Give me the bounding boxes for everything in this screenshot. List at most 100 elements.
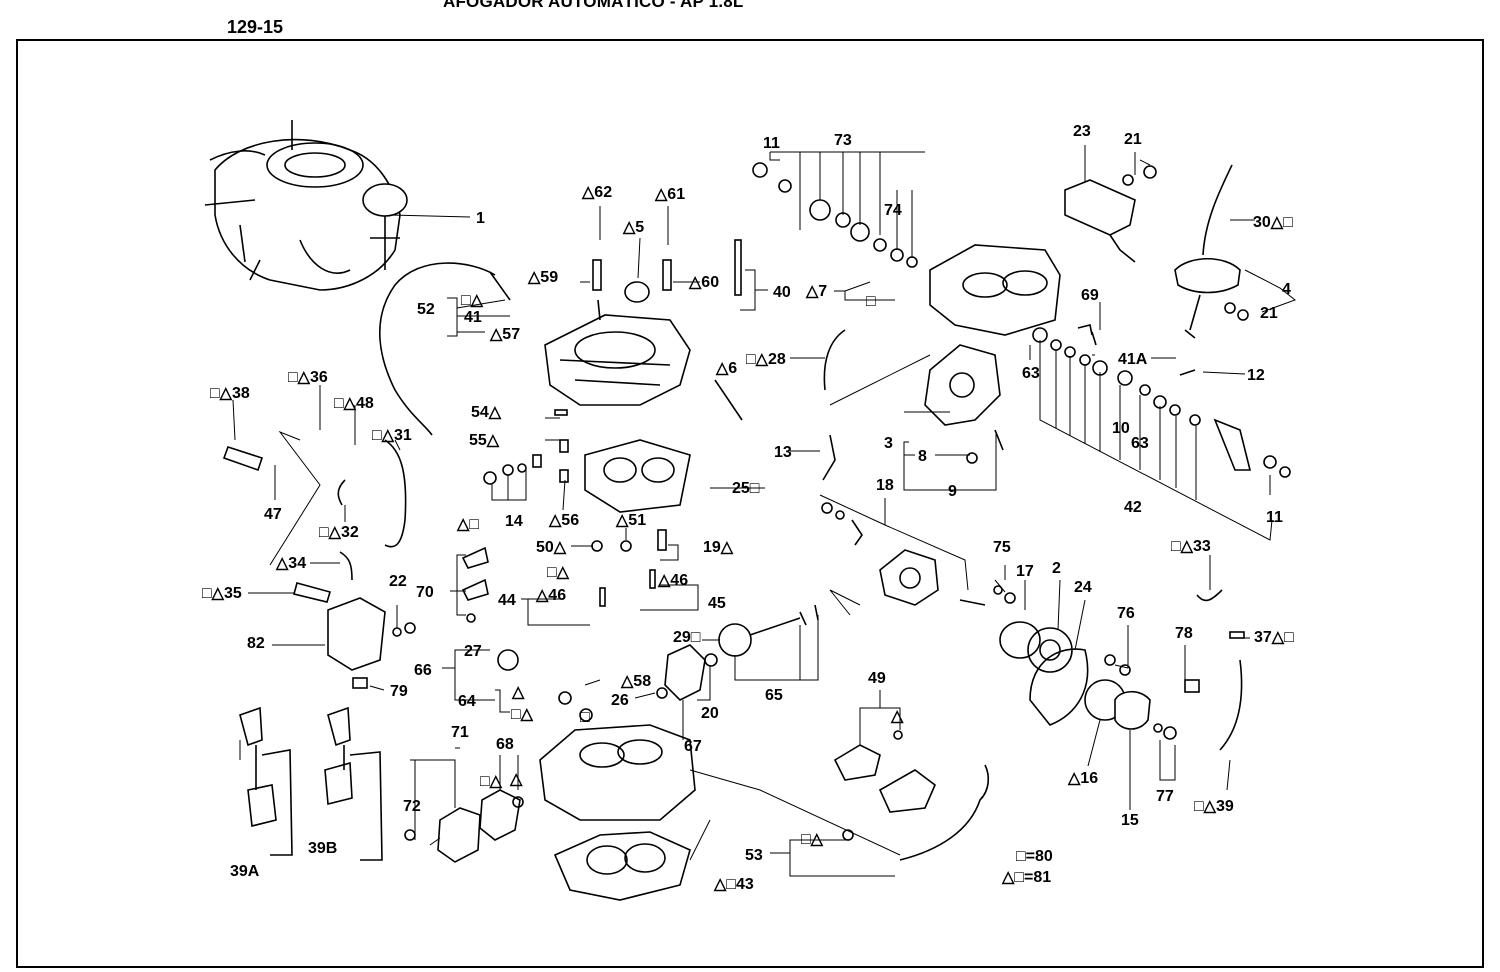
label-48: □△48	[334, 395, 374, 412]
label-40: 40	[773, 284, 791, 301]
label-3: 3	[884, 435, 893, 452]
vacuum-pod-drawing	[1174, 164, 1241, 339]
valve-18-drawing	[879, 549, 939, 606]
label-9: 9	[948, 483, 957, 500]
label-63-right: 63	[1131, 435, 1149, 452]
label-33: □△33	[1171, 538, 1211, 555]
label-65: 65	[765, 687, 783, 704]
label-82: 82	[247, 635, 265, 652]
label-11-right: 11	[1266, 509, 1283, 526]
label-13: 13	[774, 444, 792, 461]
label-39b: 39B	[308, 840, 337, 857]
diagram-frame	[16, 39, 1484, 968]
label-64: 64	[458, 693, 476, 710]
page-code: 129-15	[227, 17, 284, 37]
label-77: 77	[1156, 788, 1174, 805]
label-31: □△31	[372, 427, 412, 444]
label-27: 27	[464, 643, 482, 660]
pump-housing-drawing	[437, 807, 481, 863]
label-28: □△28	[746, 351, 786, 368]
label-22: 22	[389, 573, 407, 590]
label-17: 17	[1016, 563, 1034, 580]
housing-24-drawing	[1029, 648, 1089, 726]
label-72: 72	[403, 798, 421, 815]
label-63-left: 63	[1022, 365, 1040, 382]
label-67: 67	[684, 738, 702, 755]
label-62: △62	[581, 184, 612, 201]
label-12: 12	[1247, 367, 1265, 384]
label-54: 54△	[471, 404, 502, 421]
valve-39a-drawing	[239, 706, 277, 827]
carb-lower-body-drawing	[539, 724, 696, 821]
part-labels: 1 2 3 4 △5 △6 △7 8 9 10 11 11 12 13 14 1…	[202, 123, 1294, 893]
symbol-44: □△	[547, 564, 570, 581]
label-51: △51	[615, 512, 646, 529]
label-4: 4	[1282, 281, 1291, 298]
hose-34-drawing	[339, 551, 353, 581]
symbol-64a: △	[511, 684, 525, 701]
label-49: 49	[868, 670, 886, 687]
pump-cover-drawing	[664, 644, 706, 701]
label-73: 73	[834, 132, 852, 149]
label-5: △5	[622, 219, 644, 236]
small-parts-drawing	[352, 162, 1291, 841]
label-61: △61	[654, 186, 685, 203]
label-59: △59	[527, 269, 558, 286]
label-7: △7	[805, 283, 827, 300]
gasket-43-drawing	[553, 831, 691, 901]
label-70: 70	[416, 584, 434, 601]
label-8: 8	[918, 448, 927, 465]
carb-top-cover-drawing	[544, 299, 691, 406]
label-24: 24	[1074, 579, 1092, 596]
label-42: 42	[1124, 499, 1142, 516]
symbol-70: △□	[456, 516, 479, 533]
symbol-52: □△	[461, 292, 484, 309]
connection-lines	[239, 354, 931, 861]
label-41: 41	[464, 309, 482, 326]
label-53: 53	[745, 847, 763, 864]
label-45: 45	[708, 595, 726, 612]
choke-housing-drawing	[924, 344, 1001, 426]
label-78: 78	[1175, 625, 1193, 642]
symbol-58: □	[580, 709, 590, 726]
carburetor-assembly-drawing	[204, 120, 408, 291]
label-58: △58	[620, 673, 651, 690]
label-21-right: 21	[1260, 305, 1278, 322]
legend-triangle-square: △□=81	[1001, 869, 1051, 886]
legend-square: □=80	[1016, 848, 1053, 865]
symbol-49: △	[890, 708, 904, 725]
label-6: △6	[715, 360, 737, 377]
label-21-top: 21	[1124, 131, 1142, 148]
label-18: 18	[876, 477, 894, 494]
label-66: 66	[414, 662, 432, 679]
hose-33-drawing	[1196, 589, 1223, 602]
label-52: 52	[417, 301, 435, 318]
label-41a: 41A	[1118, 351, 1148, 368]
label-39: □△39	[1194, 798, 1234, 815]
label-57: △57	[489, 326, 520, 343]
label-47: 47	[264, 506, 282, 523]
label-25: 25□	[732, 480, 760, 497]
label-55: 55△	[469, 432, 500, 449]
label-43: △□43	[713, 876, 754, 893]
label-46-left: △46	[535, 587, 566, 604]
label-69: 69	[1081, 287, 1099, 304]
label-79: 79	[390, 683, 408, 700]
label-76: 76	[1117, 605, 1135, 622]
label-10: 10	[1112, 420, 1130, 437]
carb-main-body-drawing	[929, 244, 1061, 336]
gasket-25-drawing	[584, 439, 691, 513]
label-29: 29□	[673, 629, 701, 646]
symbol-7: □	[866, 293, 876, 310]
label-34: △34	[275, 555, 306, 572]
label-26: 26	[611, 692, 629, 709]
hose-39-drawing	[1219, 659, 1243, 751]
label-39a: 39A	[230, 863, 260, 880]
label-2: 2	[1052, 560, 1061, 577]
label-56: △56	[548, 512, 579, 529]
tube-38-drawing	[222, 446, 264, 472]
label-36: □△36	[288, 369, 328, 386]
label-37: 37△□	[1254, 629, 1294, 646]
cable-drawing	[378, 262, 496, 436]
bracket-23-drawing	[1064, 179, 1136, 236]
